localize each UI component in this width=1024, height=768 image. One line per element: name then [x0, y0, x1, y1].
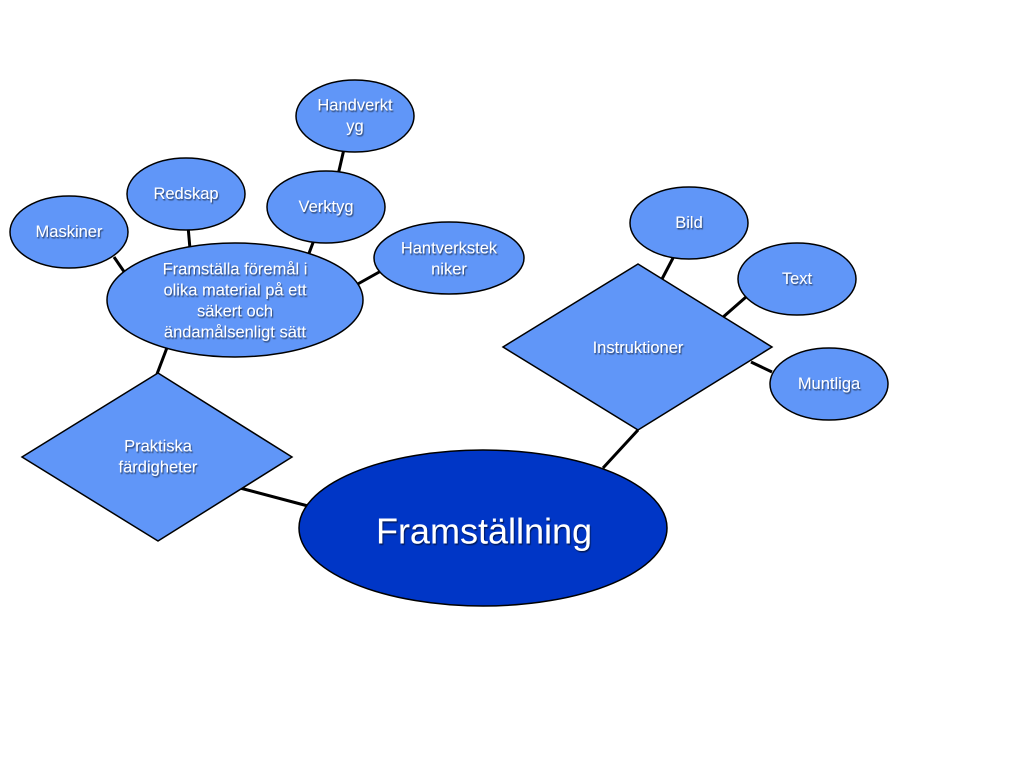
node-muntliga-label: Muntliga: [798, 375, 861, 393]
connector-instruktioner-bild: [660, 257, 675, 280]
node-framstalla-foremal[interactable]: Framställa föremål i olika material på et…: [106, 242, 364, 358]
node-muntliga-shape: [769, 347, 889, 421]
node-framstalla-foremal-label-line-3: säkert och: [197, 303, 273, 321]
node-instruktioner-shape: [501, 263, 774, 431]
node-verktyg[interactable]: Verktyg: [266, 170, 386, 244]
connector-framstalla-hantverkstekniker: [355, 269, 382, 287]
node-redskap-shape: [126, 157, 246, 231]
node-maskiner[interactable]: Maskiner: [9, 195, 129, 269]
node-praktiska-fardigheter-label-line-1: Praktiska: [124, 438, 193, 456]
node-bild-shape: [629, 186, 749, 260]
node-framstalla-foremal-label: Framställa föremål i olika material på et…: [163, 261, 308, 342]
connector-verktyg-handverktyg: [336, 148, 346, 176]
node-muntliga[interactable]: Muntliga: [769, 347, 889, 421]
node-maskiner-label: Maskiner: [36, 223, 103, 241]
node-praktiska-fardigheter-label: Praktiska färdigheter: [119, 438, 198, 477]
node-hantverkstekniker-label-line-2: niker: [431, 261, 467, 279]
node-text-label: Text: [782, 270, 813, 288]
node-praktiska-fardigheter-shape: [20, 372, 294, 542]
node-instruktioner-label-line-1: Instruktioner: [593, 339, 684, 357]
node-redskap[interactable]: Redskap: [126, 157, 246, 231]
node-handverktyg-label-line-2: yg: [346, 118, 363, 136]
node-verktyg-shape: [266, 170, 386, 244]
node-redskap-label: Redskap: [153, 185, 218, 203]
node-handverktyg[interactable]: Handverkt yg: [295, 79, 415, 153]
node-handverktyg-label-line-1: Handverkt: [317, 97, 393, 115]
node-framstallning-label-line-1: Framställning: [376, 511, 592, 552]
node-handverktyg-shape: [295, 79, 415, 153]
node-hantverkstekniker[interactable]: Hantverkstek niker: [373, 221, 525, 295]
node-praktiska-fardigheter[interactable]: Praktiska färdigheter: [20, 372, 294, 542]
node-framstallning-label: Framställning: [376, 511, 592, 552]
connector-instruktioner-text: [721, 295, 747, 320]
node-praktiska-fardigheter-label-line-2: färdigheter: [119, 459, 198, 477]
node-framstallning[interactable]: Framställning: [298, 449, 668, 607]
connector-center-instruktioner: [601, 428, 640, 470]
node-framstalla-foremal-shape: [106, 242, 364, 358]
node-verktyg-label: Verktyg: [298, 198, 353, 216]
node-text[interactable]: Text: [737, 242, 857, 316]
node-handverktyg-label: Handverkt yg: [317, 97, 393, 136]
node-muntliga-label-line-1: Muntliga: [798, 375, 861, 393]
node-framstallning-shape: [298, 449, 668, 607]
node-hantverkstekniker-shape: [373, 221, 525, 295]
connector-center-praktiska: [239, 486, 309, 508]
node-framstalla-foremal-label-line-4: ändamålsenligt sätt: [164, 324, 307, 342]
node-text-label-line-1: Text: [782, 270, 813, 288]
node-maskiner-label-line-1: Maskiner: [36, 223, 103, 241]
connector-praktiska-framstalla: [155, 344, 170, 375]
node-instruktioner[interactable]: Instruktioner: [501, 263, 774, 431]
node-framstalla-foremal-label-line-1: Framställa föremål i: [163, 261, 308, 279]
node-framstalla-foremal-label-line-2: olika material på ett: [163, 282, 306, 300]
node-verktyg-label-line-1: Verktyg: [298, 198, 353, 216]
node-bild-label-line-1: Bild: [675, 214, 703, 232]
node-redskap-label-line-1: Redskap: [153, 185, 218, 203]
node-hantverkstekniker-label-line-1: Hantverkstek: [401, 240, 498, 258]
connector-instruktioner-muntliga: [750, 360, 773, 374]
node-hantverkstekniker-label: Hantverkstek niker: [401, 240, 498, 279]
node-bild[interactable]: Bild: [629, 186, 749, 260]
node-maskiner-shape: [9, 195, 129, 269]
node-instruktioner-label: Instruktioner: [593, 339, 684, 357]
node-text-shape: [737, 242, 857, 316]
node-bild-label: Bild: [675, 214, 703, 232]
